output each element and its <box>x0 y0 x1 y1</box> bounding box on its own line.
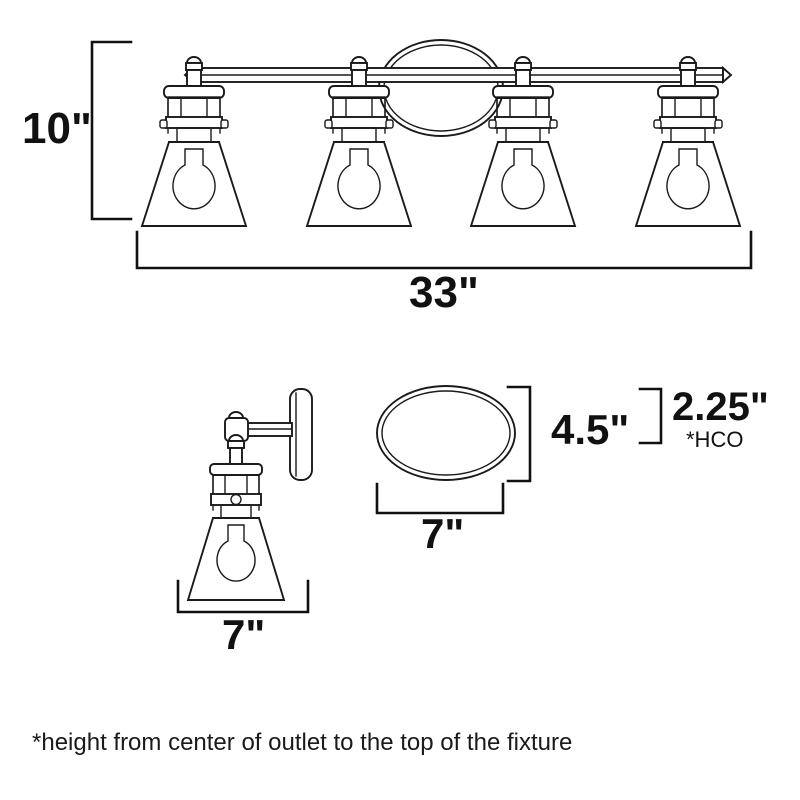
backplate-width-dimension-label: 7" <box>421 510 464 557</box>
footnote-caption: *height from center of outlet to the top… <box>32 729 572 756</box>
hco-dimension-bracket <box>638 387 663 445</box>
backplate-height-dimension-label: 4.5" <box>551 406 629 453</box>
height-dimension-bracket <box>90 40 133 221</box>
front-cross-bar <box>183 65 733 85</box>
backplate-height-dimension-bracket <box>506 385 532 483</box>
hco-note-label: *HCO <box>686 427 743 452</box>
width-dimension-label: 33" <box>409 268 479 317</box>
side-wall-plate <box>289 388 313 481</box>
side-elevation-view: 7" <box>176 388 313 658</box>
side-depth-dimension-label: 7" <box>222 611 265 658</box>
backplate-oval-view: 7" 4.5" 2.25" *HCO <box>375 385 769 557</box>
side-depth-dimension-bracket <box>176 579 310 614</box>
front-elevation-view: 10" 33" <box>22 39 753 317</box>
backplate-width-dimension-bracket <box>375 482 505 515</box>
height-dimension-label: 10" <box>22 104 92 153</box>
backplate-oval-shape <box>376 385 516 481</box>
hco-dimension-label: 2.25" <box>672 385 769 429</box>
width-dimension-bracket <box>135 230 753 270</box>
side-mount-arm <box>245 422 293 437</box>
